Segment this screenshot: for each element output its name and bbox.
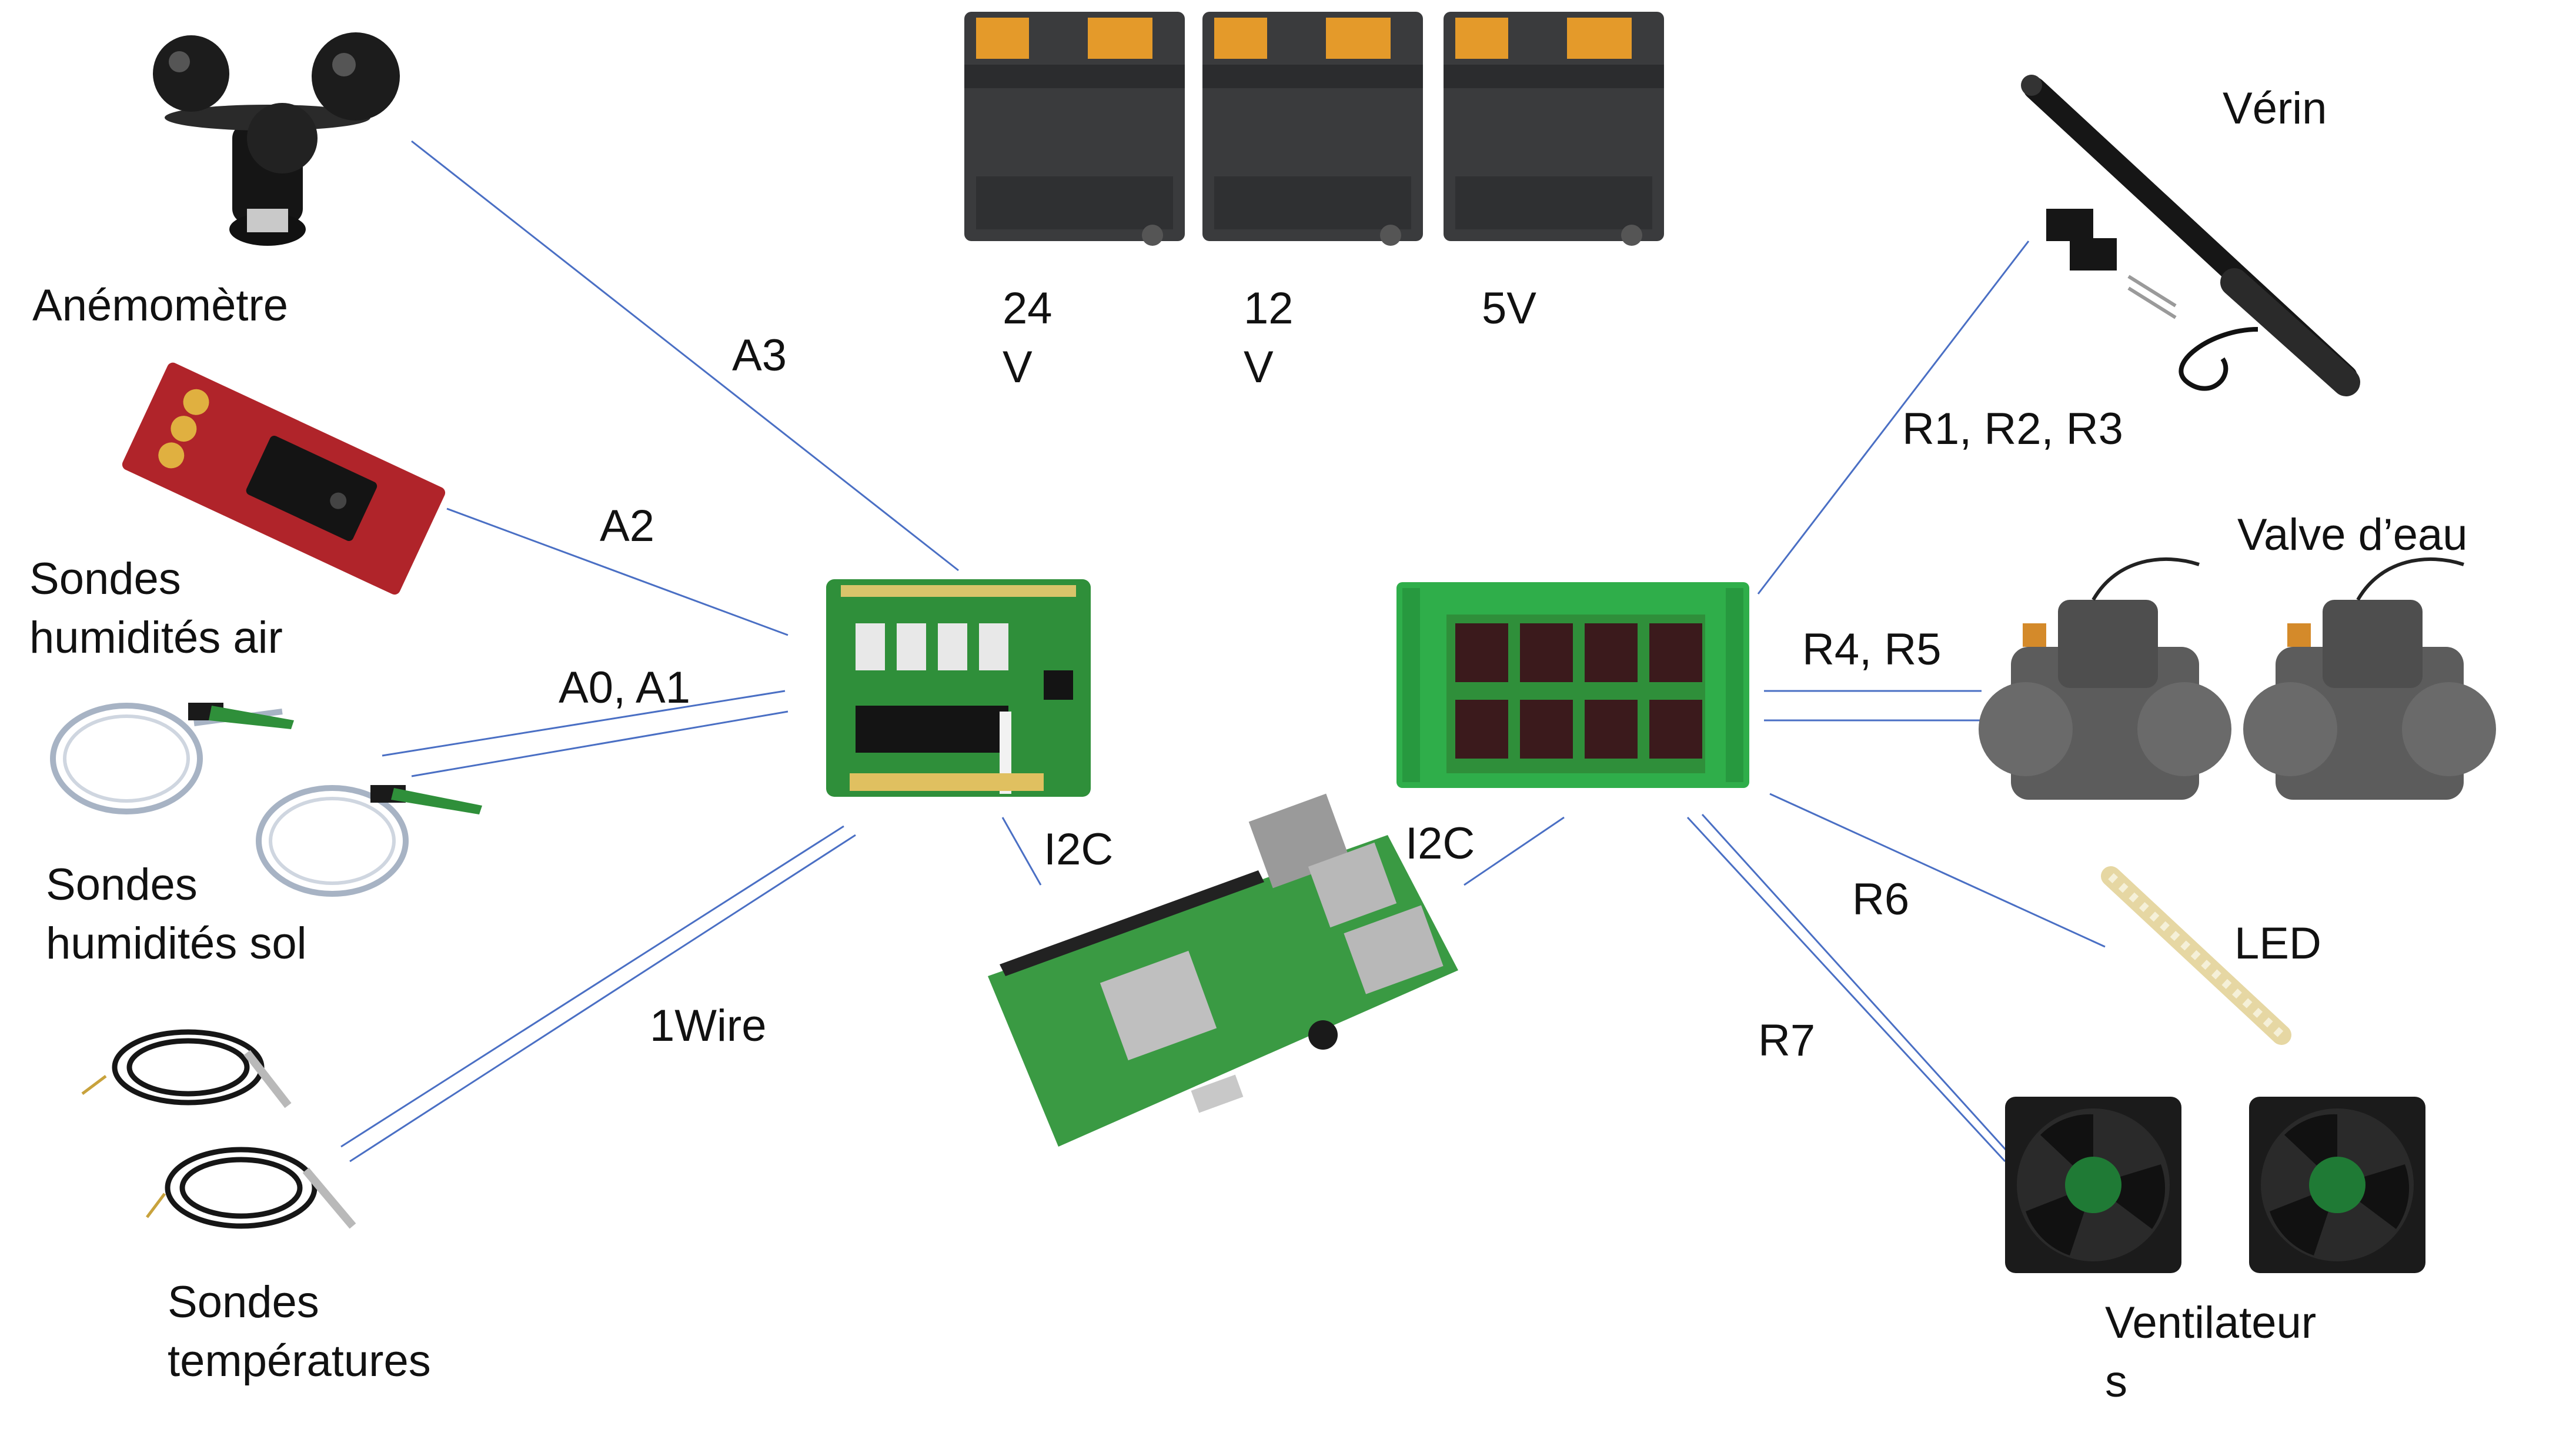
line-soil1-adc [382, 690, 786, 757]
power-supply-icon [1444, 12, 1664, 246]
conn-label-a2: A2 [600, 501, 654, 551]
humidity-air-sensor-icon [122, 362, 446, 595]
conn-label-i2c-right: I2C [1405, 819, 1475, 869]
conn-label-1wire: 1Wire [650, 1001, 767, 1051]
led-strip-icon [2101, 866, 2291, 1045]
raspberry-pi-icon [988, 793, 1458, 1147]
label-temperature: Sondes températures [168, 1277, 431, 1386]
temperature-probe-icon [146, 1147, 356, 1229]
label-humidity-soil: Sondes humidités sol [46, 860, 307, 969]
fan-icon [2005, 1097, 2181, 1273]
label-valve: Valve d’eau [2237, 510, 2468, 560]
conn-label-i2c-left: I2C [1044, 824, 1114, 874]
conn-label-a0-a1: A0, A1 [559, 663, 690, 713]
label-psu-5v: 5V [1482, 283, 1536, 333]
power-supply-icon [964, 12, 1185, 246]
fan-icon [2249, 1097, 2425, 1273]
conn-label-r7: R7 [1758, 1016, 1816, 1066]
label-anemometre: Anémomètre [32, 280, 289, 330]
water-valve-icon [1979, 557, 2231, 800]
line-relay-pi [1464, 816, 1565, 886]
line-relay-led [1769, 793, 2106, 948]
line-anemometer-adc [411, 140, 959, 572]
label-psu-12v: 12 V [1244, 283, 1294, 392]
linear-actuator-icon [2021, 75, 2360, 396]
conn-label-r4-r5: R4, R5 [1802, 625, 1942, 674]
power-supply-icon [1202, 12, 1423, 246]
conn-label-r1-r2-r3: R1, R2, R3 [1902, 404, 2123, 454]
soil-moisture-probe-icon [50, 703, 294, 814]
label-psu-24v: 24 V [1003, 283, 1053, 392]
label-led: LED [2234, 919, 2321, 969]
soil-moisture-probe-icon [256, 785, 482, 897]
line-relay-verin [1757, 241, 2030, 595]
water-valve-icon [2243, 557, 2496, 800]
line-humid-air-adc [446, 507, 788, 636]
anemometer-icon [153, 32, 400, 246]
label-ventilateurs: Ventilateur s [2105, 1298, 2317, 1407]
temperature-probe-icon [81, 1029, 292, 1108]
line-relay-fan1 [1686, 816, 2006, 1163]
adc-hat-icon [826, 579, 1091, 797]
line-temp2-adc [349, 834, 856, 1163]
relay-board-icon [1396, 582, 1749, 788]
conn-label-r6: R6 [1852, 874, 1910, 924]
label-humidity-air: Sondes humidités air [29, 554, 283, 663]
line-soil2-adc [411, 710, 788, 777]
line-temp1-adc [340, 825, 844, 1148]
label-verin: Vérin [2223, 84, 2327, 133]
line-relay-fan2 [1701, 813, 2012, 1157]
connector-lines [340, 140, 2106, 1163]
conn-label-a3: A3 [732, 330, 787, 380]
line-adc-pi [1001, 817, 1042, 886]
